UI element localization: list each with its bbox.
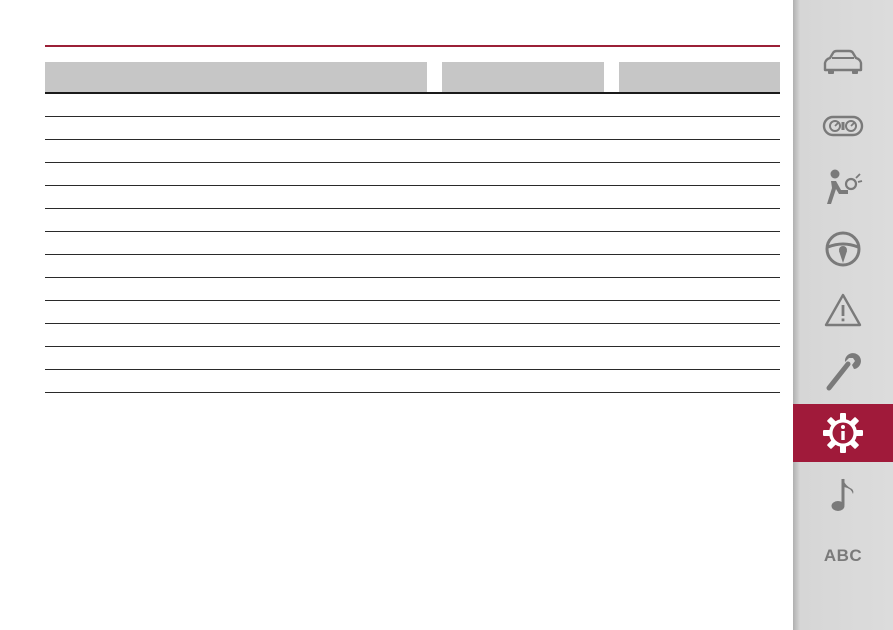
table-cell (45, 186, 442, 208)
table-cell (442, 301, 619, 323)
table-cell (619, 140, 780, 162)
warning-triangle-icon (823, 292, 863, 328)
table-cell (442, 117, 619, 139)
sidebar-item-emergency[interactable] (793, 281, 893, 339)
table-cell (45, 301, 442, 323)
sidebar-item-driving[interactable] (793, 220, 893, 278)
table-cell (442, 324, 619, 346)
sidebar-item-car[interactable] (793, 34, 893, 92)
table-row (45, 94, 780, 117)
table-row (45, 117, 780, 140)
table-row (45, 163, 780, 186)
steering-wheel-icon (824, 230, 862, 268)
table-cell (442, 209, 619, 231)
instrument-cluster-icon (821, 113, 865, 139)
table-cell (442, 94, 619, 116)
table-cell (442, 370, 619, 392)
table-cell (619, 209, 780, 231)
table-cell (45, 209, 442, 231)
table-row (45, 370, 780, 393)
table-header (45, 62, 780, 92)
table-cell (619, 117, 780, 139)
section-rule (45, 45, 780, 47)
sidebar-item-index[interactable]: ABC (793, 527, 893, 585)
music-note-icon (827, 475, 859, 515)
table-header-cell (442, 62, 604, 92)
table-cell (442, 347, 619, 369)
table-cell (619, 94, 780, 116)
table-cell (45, 163, 442, 185)
header-rule (45, 92, 780, 94)
table-cell (442, 163, 619, 185)
table-cell (619, 163, 780, 185)
table-cell (45, 117, 442, 139)
table-cell (619, 324, 780, 346)
sidebar-item-maintenance[interactable] (793, 341, 893, 399)
table-row (45, 347, 780, 370)
table-row (45, 209, 780, 232)
table-cell (45, 370, 442, 392)
table-body (45, 94, 780, 393)
sidebar-item-safety[interactable] (793, 158, 893, 216)
table-cell (442, 140, 619, 162)
chapter-sidebar: ABC (793, 0, 893, 630)
table-cell (619, 301, 780, 323)
table-row (45, 186, 780, 209)
table-cell (619, 255, 780, 277)
table-cell (442, 232, 619, 254)
table-row (45, 232, 780, 255)
abc-index-icon: ABC (823, 546, 863, 565)
sidebar-item-technical-data[interactable] (793, 404, 893, 462)
page-content (45, 45, 780, 393)
table-header-cell (45, 62, 427, 92)
table-cell (442, 278, 619, 300)
table-cell (45, 347, 442, 369)
table-cell (619, 347, 780, 369)
table-row (45, 278, 780, 301)
table-cell (442, 255, 619, 277)
table-cell (45, 232, 442, 254)
sidebar-item-instruments[interactable] (793, 97, 893, 155)
table-cell (619, 278, 780, 300)
technical-data-icon (821, 411, 865, 455)
table-cell (619, 232, 780, 254)
table-cell (45, 324, 442, 346)
table-cell (619, 370, 780, 392)
car-icon (821, 48, 865, 78)
table-cell (442, 186, 619, 208)
table-cell (45, 94, 442, 116)
table-cell (619, 186, 780, 208)
table-cell (45, 278, 442, 300)
sidebar-item-multimedia[interactable] (793, 466, 893, 524)
table-row (45, 301, 780, 324)
table-cell (45, 140, 442, 162)
table-row (45, 140, 780, 163)
data-table (45, 62, 780, 393)
wrench-icon (823, 348, 863, 392)
airbag-icon (823, 168, 863, 206)
table-row (45, 324, 780, 347)
table-cell (45, 255, 442, 277)
table-header-cell (619, 62, 780, 92)
table-row (45, 255, 780, 278)
